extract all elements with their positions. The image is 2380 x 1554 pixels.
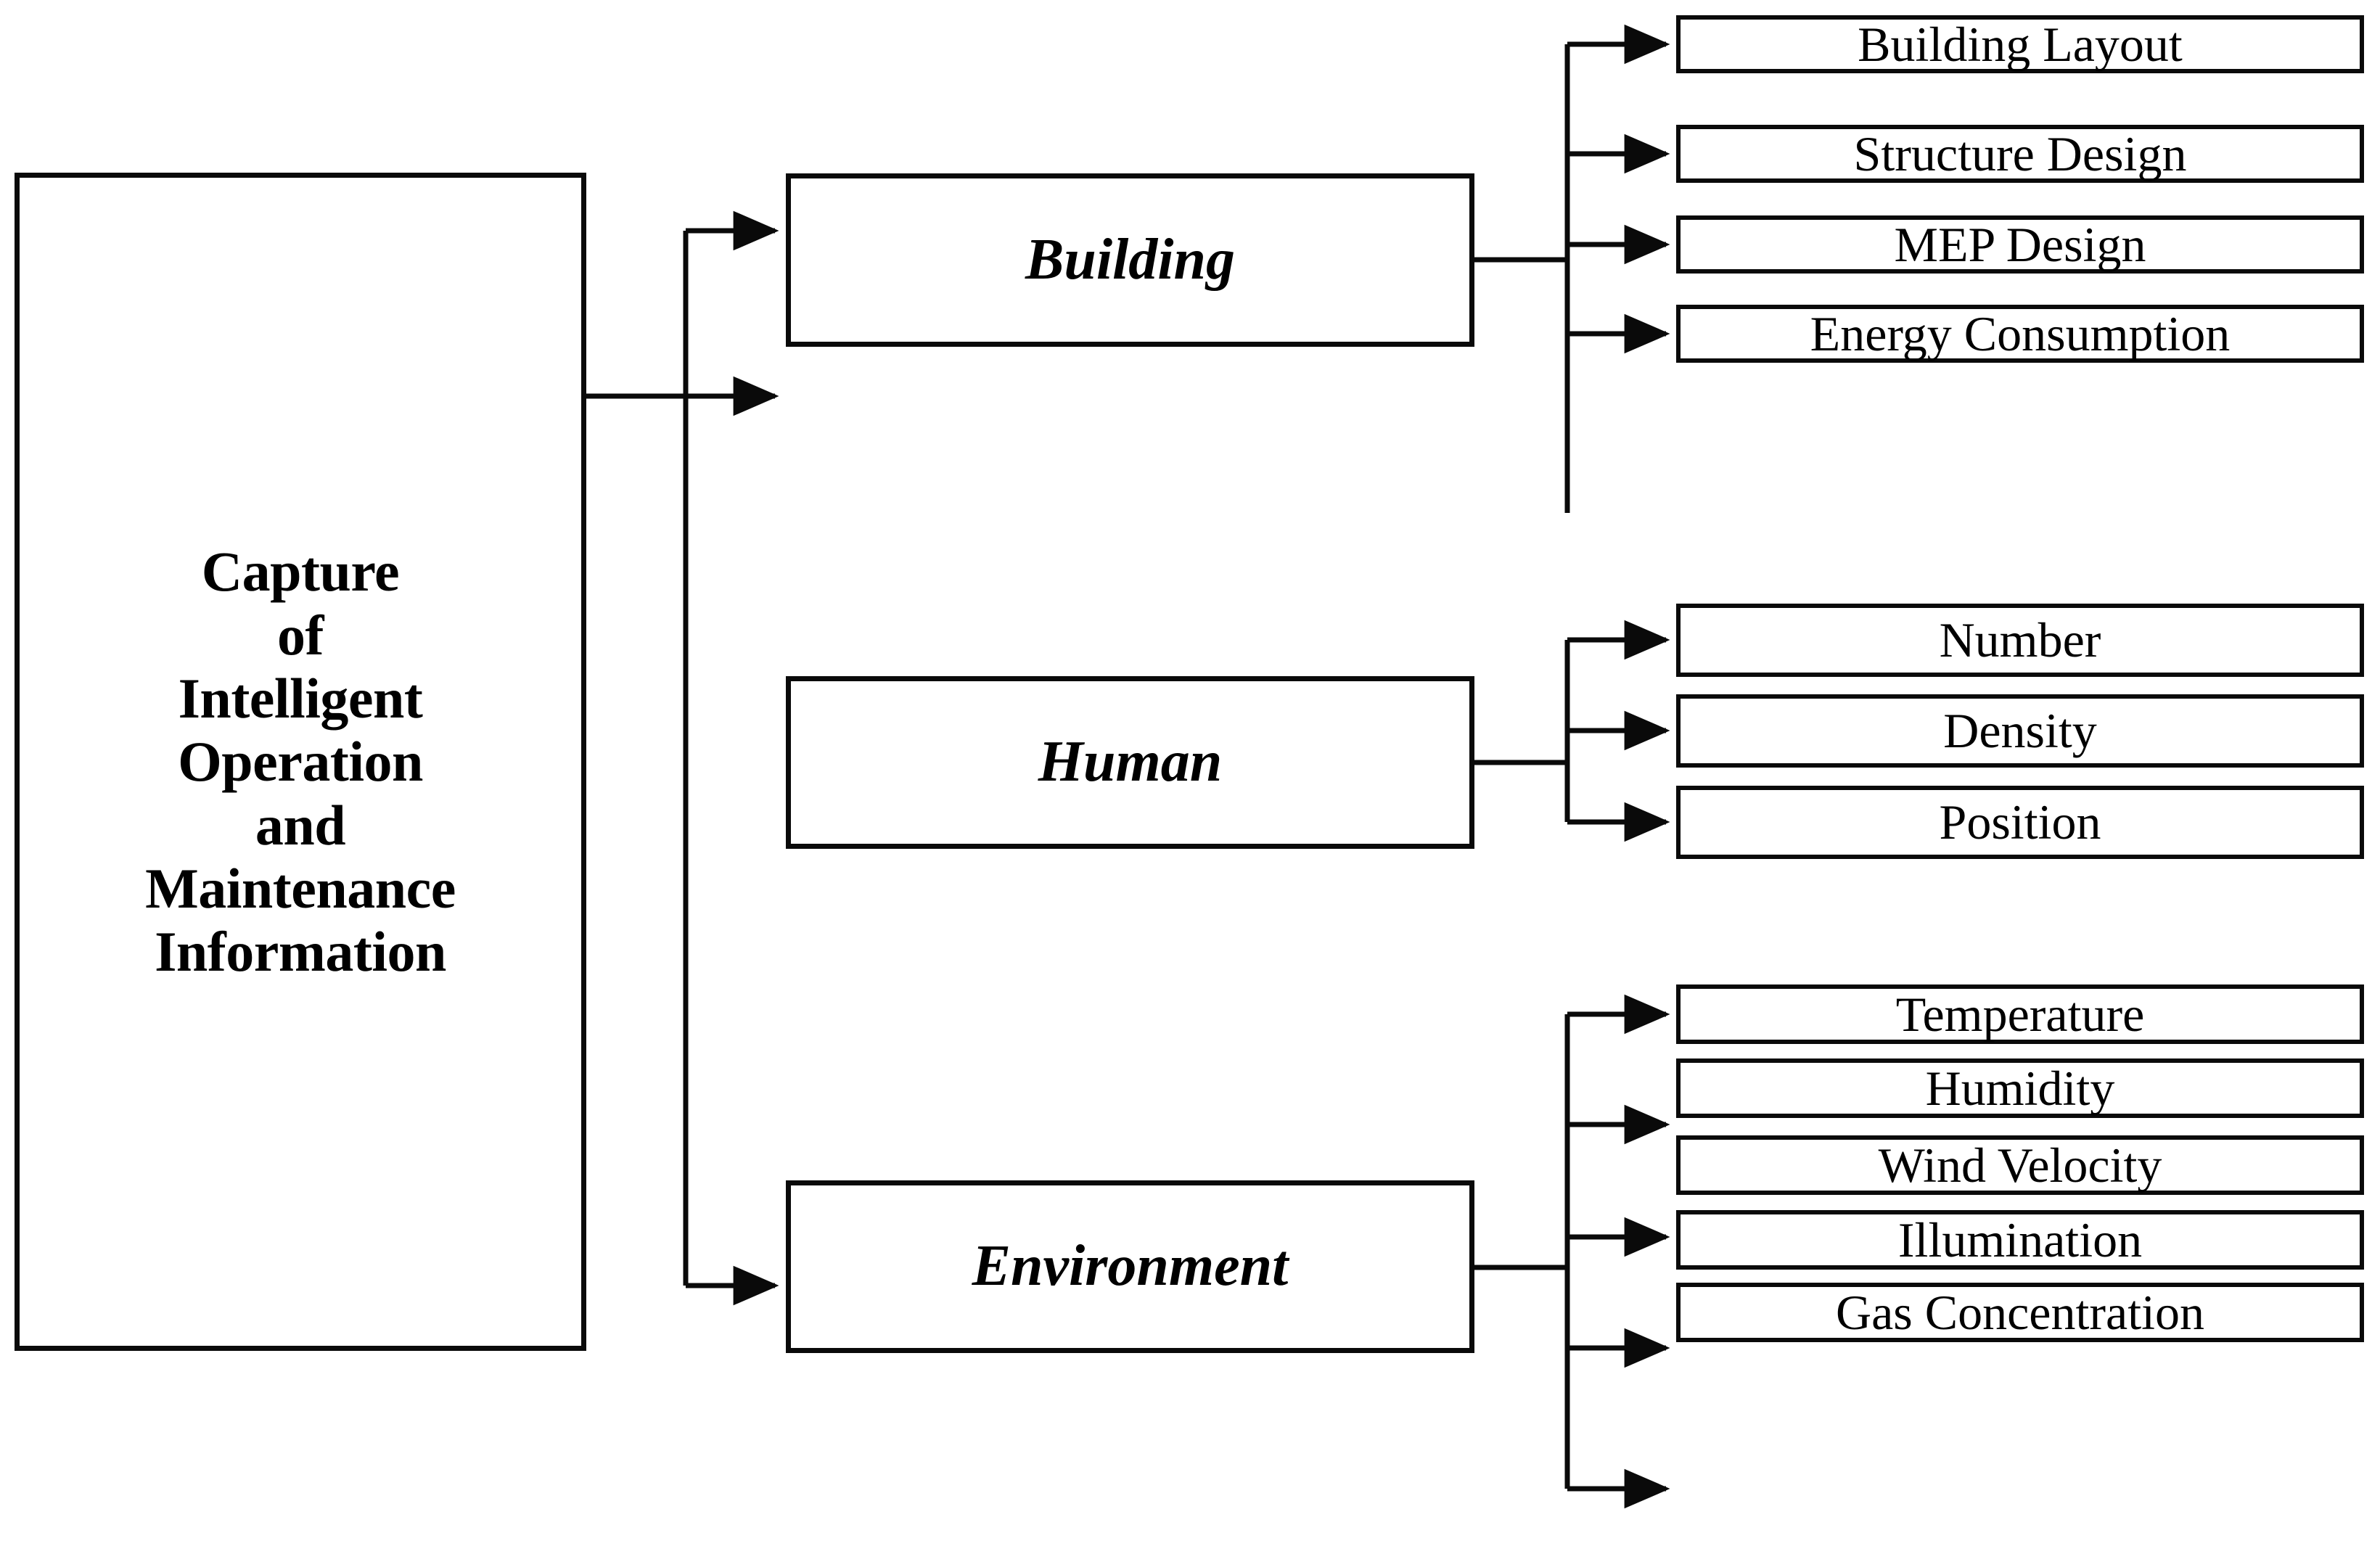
leaf-node-temperature: Temperature — [1676, 984, 2364, 1044]
root-node-capture-of-intelligent-om-information: Capture of Intelligent Operation and Mai… — [15, 173, 586, 1351]
building-fanout — [1474, 44, 1570, 513]
leaf-node-number: Number — [1676, 604, 2364, 677]
branch-node-environment: Environment — [786, 1180, 1474, 1353]
leaf-node-structure-design: Structure Design — [1676, 125, 2364, 183]
leaf-node-gas-concentration: Gas Concentration — [1676, 1283, 2364, 1342]
branch-node-building: Building — [786, 173, 1474, 347]
leaf-node-humidity: Humidity — [1676, 1058, 2364, 1118]
leaf-node-illumination: Illumination — [1676, 1210, 2364, 1270]
leaf-node-building-layout: Building Layout — [1676, 15, 2364, 73]
environment-leaf-arrows — [1567, 994, 1670, 1509]
leaf-node-position: Position — [1676, 786, 2364, 859]
leaf-node-mep-design: MEP Design — [1676, 215, 2364, 274]
human-fanout — [1474, 640, 1570, 822]
leaf-node-wind-velocity: Wind Velocity — [1676, 1135, 2364, 1195]
building-leaf-arrows — [1567, 24, 1670, 354]
environment-fanout — [1474, 1014, 1570, 1489]
human-leaf-arrows — [1567, 620, 1670, 842]
bus-to-branch-arrows — [686, 210, 779, 1306]
leaf-node-density: Density — [1676, 694, 2364, 768]
leaf-node-energy-consumption: Energy Consumption — [1676, 305, 2364, 363]
root-trunk — [586, 231, 689, 1286]
branch-node-human: Human — [786, 676, 1474, 849]
